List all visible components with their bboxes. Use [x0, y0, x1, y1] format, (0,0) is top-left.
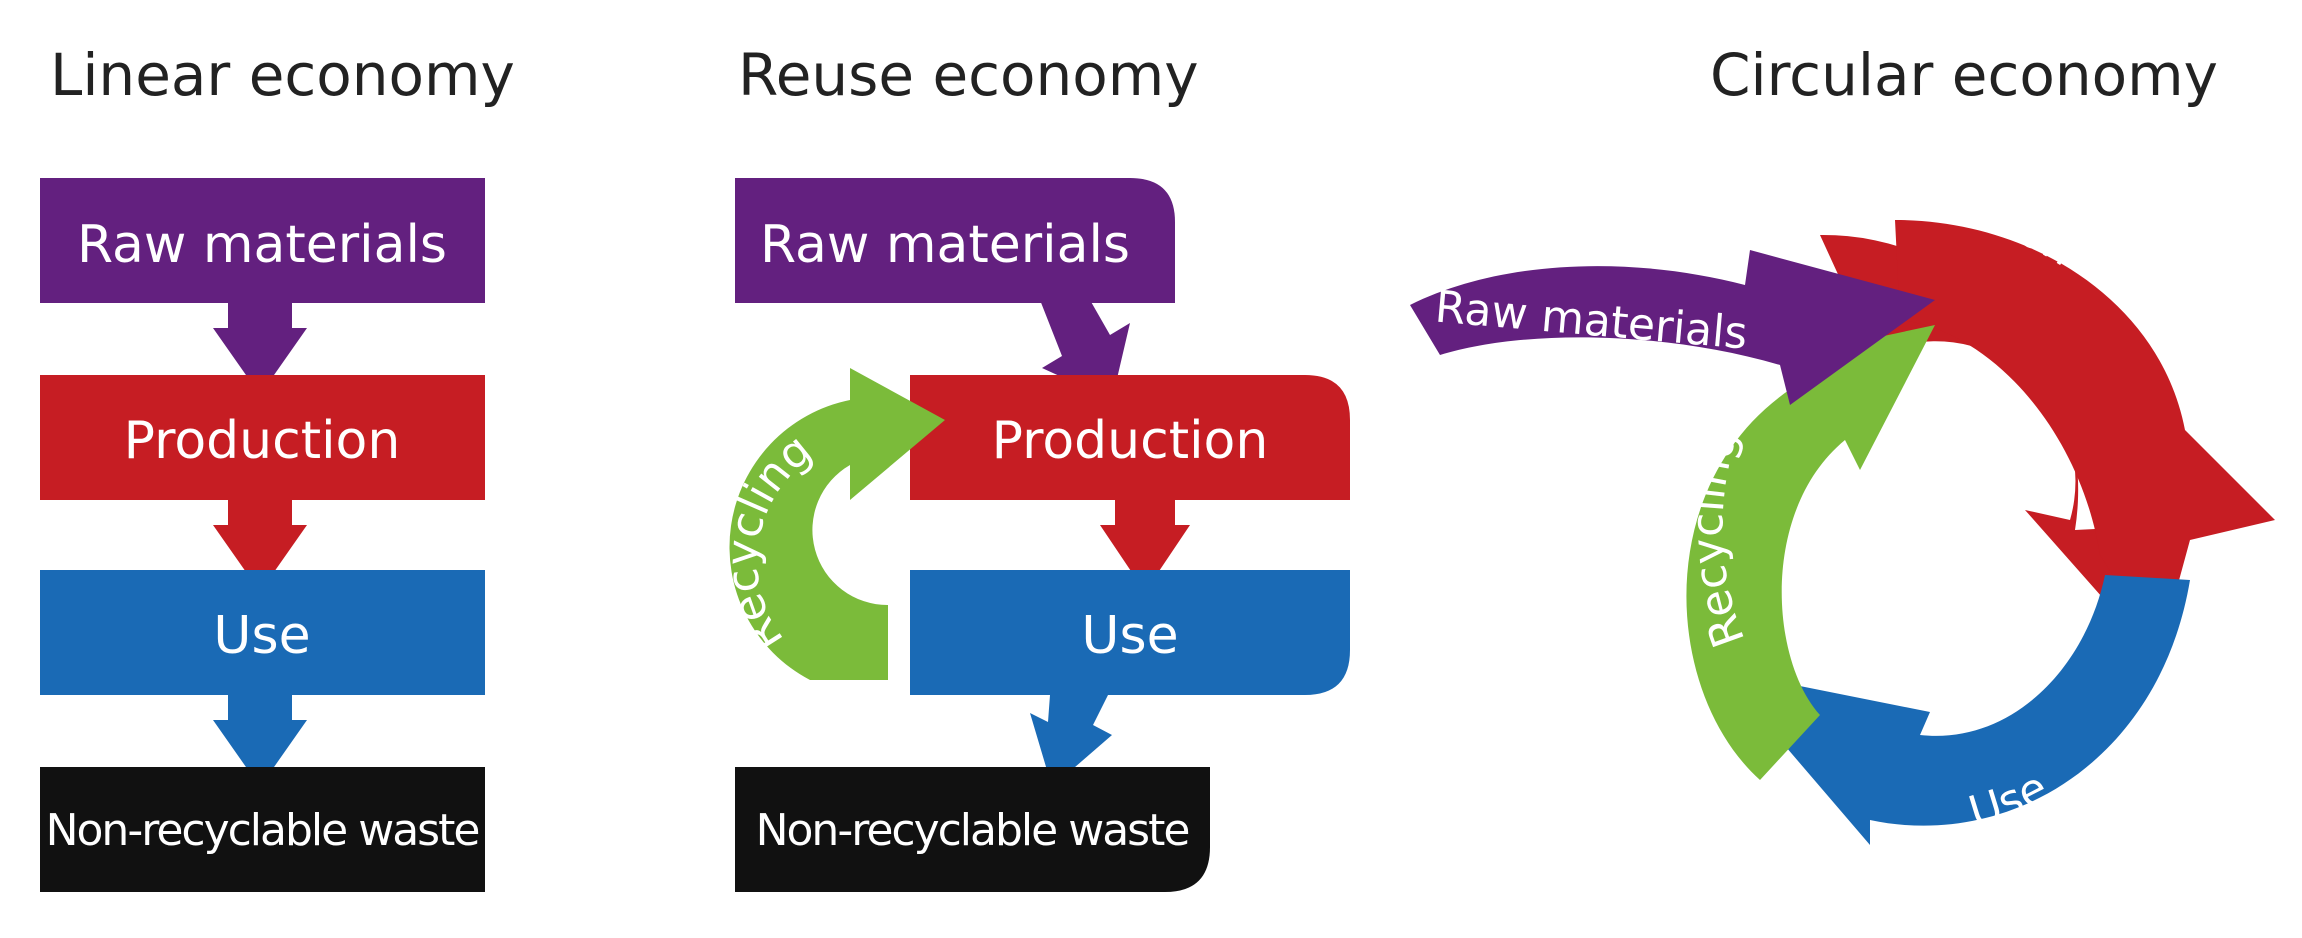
reuse-production-to-use-arrow	[1100, 500, 1190, 592]
reuse-raw-materials-box	[735, 178, 1175, 303]
reuse-waste-label: Non-recyclable waste	[756, 805, 1189, 856]
reuse-recycling-arrow	[729, 368, 945, 680]
reuse-economy-panel: Reuse economy Raw materials Production U…	[717, 41, 1350, 892]
linear-use-to-waste-arrow	[213, 695, 307, 787]
circular-raw-materials-arrow	[1410, 250, 1935, 405]
linear-production-box	[40, 375, 485, 500]
reuse-use-label: Use	[1081, 606, 1178, 666]
linear-economy-panel: Linear economy Raw materials Production …	[40, 41, 515, 892]
circular-recycling-arrow	[1686, 325, 1935, 780]
linear-waste-box	[40, 767, 485, 892]
circular-title: Circular economy	[1710, 41, 2218, 109]
linear-title: Linear economy	[50, 41, 515, 109]
reuse-use-to-waste-arrow	[1030, 695, 1112, 787]
linear-use-label: Use	[213, 606, 310, 666]
reuse-production-label: Production	[992, 411, 1269, 471]
linear-use-box	[40, 570, 485, 695]
reuse-title: Reuse economy	[738, 41, 1199, 109]
linear-raw-materials-box	[40, 178, 485, 303]
reuse-raw-materials-label: Raw materials	[760, 215, 1130, 275]
reuse-waste-box	[735, 767, 1210, 892]
linear-raw-to-production-arrow	[213, 303, 307, 395]
reuse-production-box	[910, 375, 1350, 500]
circular-use-arrow	[1720, 575, 2190, 845]
linear-production-label: Production	[124, 411, 401, 471]
linear-production-to-use-arrow	[213, 500, 307, 592]
circular-economy-panel: Circular economy Raw materials Productio…	[1410, 41, 2275, 845]
circular-production-arc	[1895, 220, 2275, 650]
linear-waste-label: Non-recyclable waste	[46, 805, 479, 856]
linear-raw-materials-label: Raw materials	[77, 215, 447, 275]
reuse-use-box	[910, 570, 1350, 695]
